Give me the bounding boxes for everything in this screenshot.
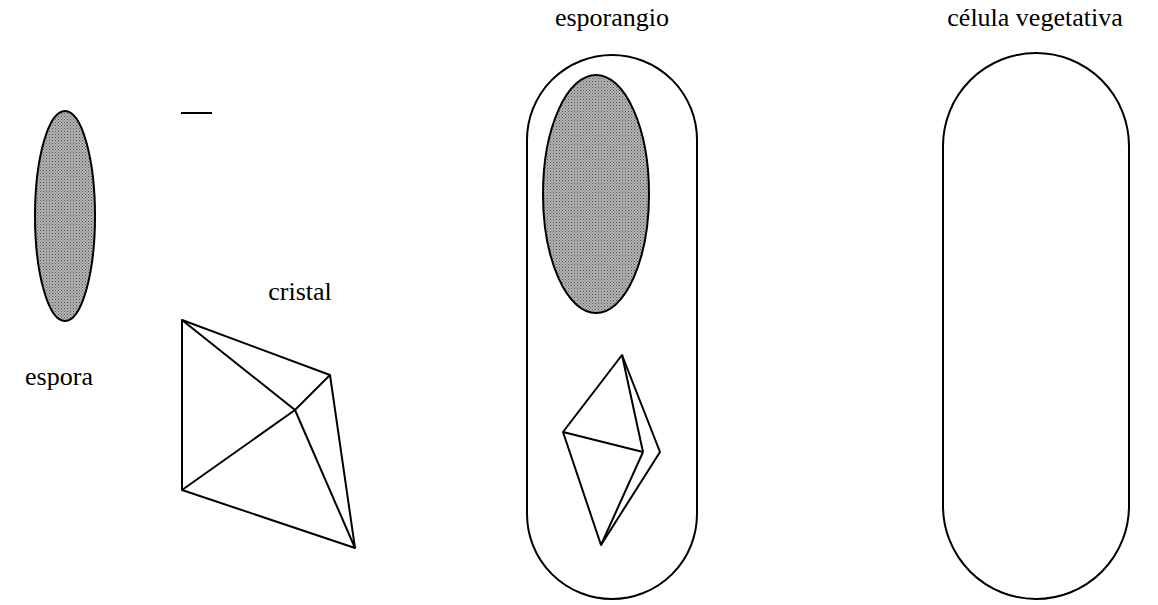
shape-outline — [942, 52, 1130, 600]
crystal-edge — [182, 410, 295, 490]
crystal-edge — [295, 410, 355, 548]
shape-outline — [180, 318, 358, 550]
cell-outline — [943, 53, 1129, 599]
shape-outline — [526, 54, 698, 600]
part-label: esporangio — [555, 3, 669, 33]
inner-crystal-edge — [601, 452, 643, 545]
cell-outline — [527, 55, 697, 599]
part-label: célula vegetativa — [947, 3, 1122, 33]
inner-crystal — [563, 355, 660, 545]
vegetative-cell: célula vegetativa — [942, 52, 1130, 600]
spore-ellipse — [35, 111, 95, 321]
inner-crystal-edge — [563, 432, 643, 452]
sporangium-cell: esporangio — [526, 54, 698, 600]
dash-mark — [181, 112, 212, 114]
crystal-shape: cristal — [180, 318, 358, 550]
crystal-edge — [182, 320, 295, 410]
spore-shape: espora — [34, 110, 96, 322]
part-label: espora — [25, 362, 93, 392]
inner-crystal-edge — [622, 355, 643, 452]
crystal-outline — [182, 320, 355, 548]
crystal-edge — [295, 375, 330, 410]
part-label: cristal — [268, 277, 332, 307]
inner-spore — [543, 75, 649, 313]
shape-outline — [34, 110, 96, 322]
